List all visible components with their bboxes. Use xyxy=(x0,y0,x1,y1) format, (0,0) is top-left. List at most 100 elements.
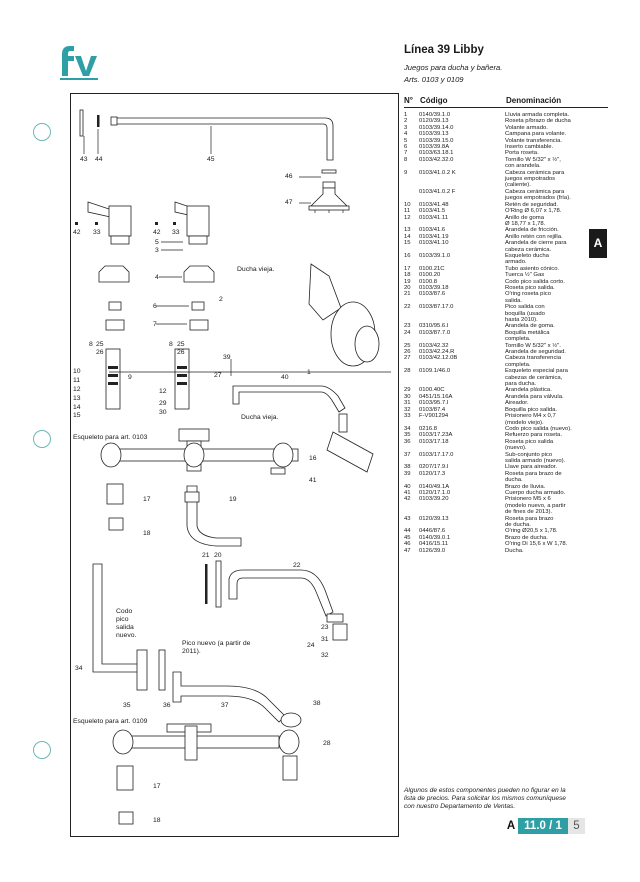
row-description: Inserto cambiable. xyxy=(505,144,554,151)
esqueleto-0109-label: Esqueleto para art. 0109 xyxy=(73,718,148,725)
part-43-rosette xyxy=(79,109,84,137)
column-header-description: Denominación xyxy=(506,96,562,105)
row-number: 25 xyxy=(404,342,411,349)
page-sub: 5 xyxy=(568,818,585,834)
row-code: 0120/17.1.0 xyxy=(419,489,451,496)
column-header-number: N° xyxy=(404,96,413,105)
row-description: Tubo asiento cónico. xyxy=(505,265,560,272)
callout-14: 14 xyxy=(73,404,81,411)
row-code: 0103/41.0.2 F xyxy=(419,188,456,195)
page-subtitle: Juegos para ducha y bañera. xyxy=(404,63,503,72)
row-description: Aireador. xyxy=(505,400,529,407)
ducha-vieja-label-1: Ducha vieja. xyxy=(237,266,275,273)
part-7-rosette-holder xyxy=(105,319,209,331)
part-28-skeleton-0109 xyxy=(112,723,300,781)
row-description: Roseta para brazo xyxy=(505,515,554,522)
part-16-skeleton-0103 xyxy=(100,428,299,475)
part-34-new-elbow xyxy=(92,563,166,691)
row-description: Ø 18,77 x 1,78. xyxy=(505,220,546,227)
part-3-handle-left xyxy=(87,201,132,245)
row-description: Brazo de ducha. xyxy=(505,534,548,541)
table-row: 28 0109.1/46.0 Esqueleto especial para xyxy=(404,368,610,374)
row-description: Arandela plástica. xyxy=(505,387,552,394)
row-code: 0103/17.18 xyxy=(419,438,449,445)
table-row: juegos empotrados (fría). xyxy=(404,195,610,201)
callout-5: 5 xyxy=(155,239,159,246)
row-description: Arandela de fricción. xyxy=(505,227,559,234)
row-description: Pico salida con xyxy=(505,304,545,311)
row-number: 13 xyxy=(404,227,411,234)
row-description: Roseta pico salida xyxy=(505,438,554,445)
callout-30: 30 xyxy=(159,409,167,416)
callout-24: 24 xyxy=(307,642,315,649)
row-number: 28 xyxy=(404,368,411,375)
row-code: 0451/15.16A xyxy=(419,393,453,400)
row-number: 46 xyxy=(404,541,411,548)
row-description: Tornillo W 5/32" x ½", xyxy=(505,156,561,163)
row-code: 0103/42.12.0B xyxy=(419,355,458,362)
row-code: 0103/17.17.0 xyxy=(419,451,454,458)
row-description: ducha. xyxy=(505,477,523,484)
header-divider xyxy=(404,107,608,108)
row-code: 0103/41.10 xyxy=(419,240,449,247)
callout-31: 31 xyxy=(321,636,329,643)
callout-38: 38 xyxy=(313,700,321,707)
row-description: Arandela de seguridad. xyxy=(505,349,566,356)
table-row: de fines de 2013). xyxy=(404,509,610,515)
row-description: Brazo de lluvia. xyxy=(505,483,546,490)
callout-8: 8 xyxy=(89,341,93,348)
callout-33: 33 xyxy=(93,229,101,236)
row-number: 35 xyxy=(404,432,411,439)
table-row: (modelo nuevo, a partir xyxy=(404,503,610,509)
part-22-spout xyxy=(228,569,348,641)
row-code: 0109.1/46.0 xyxy=(419,368,451,375)
callout-19: 19 xyxy=(229,496,237,503)
row-number: 42 xyxy=(404,496,411,503)
row-description: cabeza cerámica. xyxy=(505,246,552,253)
row-number: 6 xyxy=(404,144,408,151)
row-code: 0100.21C xyxy=(419,265,445,272)
row-description: Roseta para brazo de xyxy=(505,470,562,477)
row-number: 20 xyxy=(404,284,411,291)
table-row: con arandela. xyxy=(404,163,610,169)
row-description: salida armado (nuevo). xyxy=(505,457,566,464)
row-code: 0103/39.14.0 xyxy=(419,124,454,131)
row-description: juegos empotrados xyxy=(505,176,556,183)
row-number: 21 xyxy=(404,291,411,298)
table-row: (caliente). xyxy=(404,182,610,188)
table-row: cabezas de cerámica, xyxy=(404,375,610,381)
table-row: hasta 2010). xyxy=(404,317,610,323)
row-code: 0103/42.32.0 xyxy=(419,156,454,163)
row-number: 38 xyxy=(404,464,411,471)
callout-45: 45 xyxy=(207,156,215,163)
row-code: 0103/95.7.I xyxy=(419,400,449,407)
pico-nuevo-label: Pico nuevo (a partir de 2011). xyxy=(182,640,251,655)
row-description: Esqueleto especial para xyxy=(505,368,568,375)
callout-6: 6 xyxy=(153,303,157,310)
row-code: 0103/39.18 xyxy=(419,284,449,291)
row-description: Arandela de goma. xyxy=(505,323,555,330)
row-description: Porta roseta. xyxy=(505,150,539,157)
row-code: 0103/41.19 xyxy=(419,233,449,240)
callout-42b: 42 xyxy=(153,229,161,236)
row-number: 8 xyxy=(404,156,408,163)
row-number: 23 xyxy=(404,323,411,330)
row-number: 37 xyxy=(404,451,411,458)
part-17-cone-tube-0109 xyxy=(116,765,134,825)
callout-26: 26 xyxy=(96,349,104,356)
